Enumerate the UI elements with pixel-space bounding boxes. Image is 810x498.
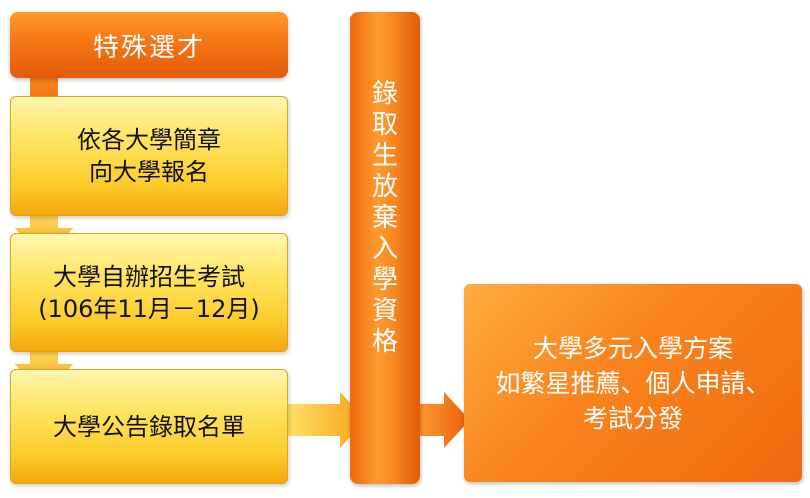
title-text: 特殊選才 bbox=[92, 32, 205, 63]
step-announce-line1: 大學公告錄取名單 bbox=[53, 412, 245, 441]
vertical-bar-abandon: 錄 取 生 放 棄 入 學 資 格 bbox=[350, 12, 420, 484]
step-register-line2: 向大學報名 bbox=[89, 158, 209, 186]
vertical-char: 生 bbox=[371, 140, 398, 171]
vertical-char: 入 bbox=[371, 233, 398, 264]
arrow-vertical-to-result bbox=[418, 392, 470, 448]
result-line2: 如繁星推薦、個人申請、 bbox=[495, 368, 771, 398]
step-exam-line1: 大學自辦招生考試 bbox=[53, 262, 245, 291]
vertical-char: 棄 bbox=[371, 202, 398, 233]
arrow-step2-to-step3 bbox=[14, 346, 74, 390]
arrow-step3-to-vertical bbox=[288, 392, 366, 448]
result-line3: 考試分發 bbox=[582, 403, 683, 433]
vertical-char: 錄 bbox=[371, 78, 398, 109]
vertical-char: 資 bbox=[371, 295, 398, 326]
step-register-line1: 依各大學簡章 bbox=[77, 126, 221, 154]
arrow-step1-to-step2 bbox=[14, 210, 74, 254]
vertical-char: 格 bbox=[371, 326, 398, 357]
title-box: 特殊選才 bbox=[10, 12, 288, 78]
step-register: 依各大學簡章 向大學報名 bbox=[10, 96, 288, 216]
vertical-char: 學 bbox=[371, 264, 398, 295]
result-box: 大學多元入學方案 如繁星推薦、個人申請、 考試分發 bbox=[464, 284, 802, 482]
vertical-char: 放 bbox=[371, 171, 398, 202]
step-announce: 大學公告錄取名單 bbox=[10, 369, 288, 484]
step-exam-line2: (106年11月－12月) bbox=[38, 294, 260, 323]
step-exam: 大學自辦招生考試 (106年11月－12月) bbox=[10, 233, 288, 352]
result-line1: 大學多元入學方案 bbox=[532, 333, 733, 363]
vertical-char: 取 bbox=[371, 109, 398, 140]
